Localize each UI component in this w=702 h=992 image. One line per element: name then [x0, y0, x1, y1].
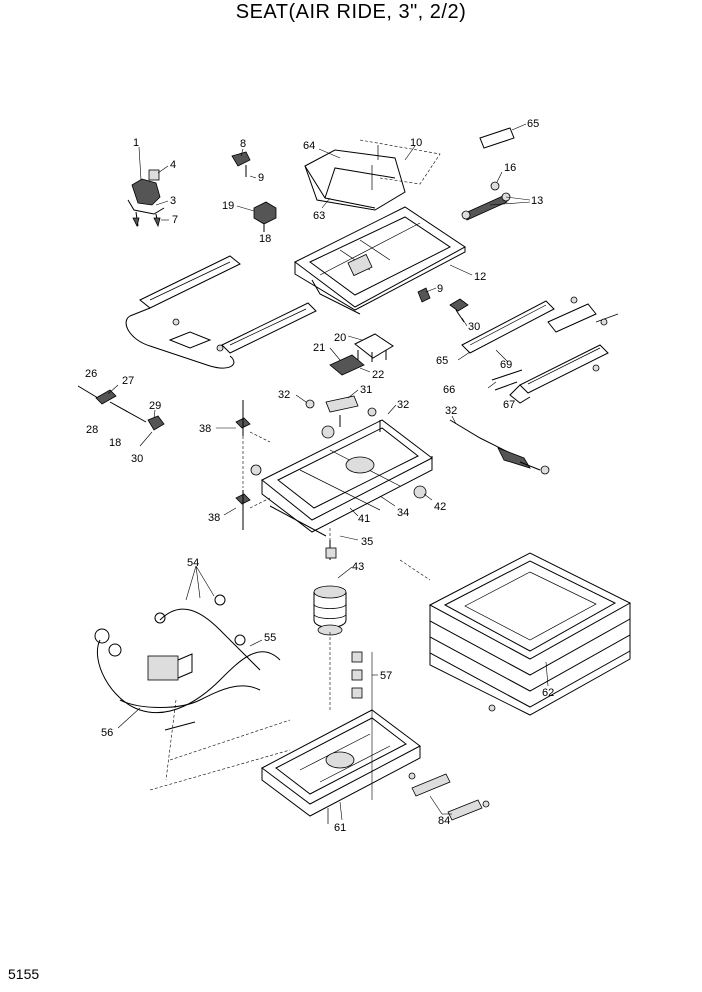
callout: 19	[222, 200, 234, 212]
callout: 56	[101, 727, 113, 739]
callout: 13	[531, 195, 543, 207]
cable-release	[77, 384, 165, 447]
roller-pins	[408, 772, 490, 821]
callout: 34	[397, 507, 409, 519]
callout: 35	[361, 536, 373, 548]
callout: 9	[258, 172, 264, 184]
pivot-brackets	[216, 400, 271, 530]
callout: 32	[445, 405, 457, 417]
seat-cushion	[304, 139, 441, 211]
fasteners	[172, 296, 608, 712]
callout: 54	[187, 557, 199, 569]
callout: 30	[131, 453, 143, 465]
page-number: 5155	[8, 966, 40, 982]
callout: 65	[436, 355, 448, 367]
callout: 16	[504, 162, 516, 174]
callout: 32	[397, 399, 409, 411]
callout: 12	[474, 271, 486, 283]
callout: 64	[303, 140, 315, 152]
callout: 55	[264, 632, 276, 644]
callout: 8	[240, 138, 246, 150]
callout: 1	[133, 137, 139, 149]
base-frame	[261, 709, 421, 824]
callout: 67	[503, 399, 515, 411]
clip-part	[231, 148, 257, 179]
callout: 9	[437, 283, 443, 295]
air-spring	[313, 535, 359, 636]
callout: 57	[380, 670, 392, 682]
callout: 66	[443, 384, 455, 396]
callout: 18	[259, 233, 271, 245]
callout: 7	[172, 214, 178, 226]
callout-labels: 1 4 3 7 8 9 19 18 64 10 63 65 16 13 12 9…	[85, 118, 554, 834]
callout: 62	[542, 687, 554, 699]
upper-frame	[294, 206, 473, 315]
callout: 65	[527, 118, 539, 130]
callout: 30	[468, 321, 480, 333]
callout: 38	[199, 423, 211, 435]
right-cable	[449, 415, 550, 475]
callout: 31	[360, 384, 372, 396]
callout: 27	[122, 375, 134, 387]
callout: 4	[170, 159, 176, 171]
callout: 32	[278, 389, 290, 401]
wiring-harness	[94, 565, 291, 791]
exploded-parts-diagram: 1 4 3 7 8 9 19 18 64 10 63 65 16 13 12 9…	[77, 118, 632, 834]
callout: 21	[313, 342, 325, 354]
callout: 28	[86, 424, 98, 436]
callout: 84	[438, 815, 450, 827]
callout: 18	[109, 437, 121, 449]
switch-assembly	[329, 333, 394, 376]
callout: 10	[410, 137, 422, 149]
damper-assembly	[461, 123, 531, 221]
callout: 41	[358, 513, 370, 525]
callout: 42	[434, 501, 446, 513]
knob-part	[236, 201, 277, 232]
lever-part	[417, 287, 469, 327]
lumbar-bracket-assembly	[127, 146, 169, 228]
valve-stack	[351, 651, 378, 800]
callout: 22	[372, 369, 384, 381]
page-title: SEAT(AIR RIDE, 3", 2/2)	[235, 1, 467, 23]
callout: 3	[170, 195, 176, 207]
callout: 20	[334, 332, 346, 344]
assembly-dashes	[165, 436, 431, 781]
scissor-frame	[250, 419, 433, 537]
callout: 63	[313, 210, 325, 222]
air-valve	[295, 389, 397, 432]
right-slide-rails	[457, 300, 619, 404]
callout: 69	[500, 359, 512, 371]
callout: 61	[334, 822, 346, 834]
callout: 43	[352, 561, 364, 573]
bellows-cover	[428, 552, 632, 716]
callout: 26	[85, 368, 97, 380]
callout: 38	[208, 512, 220, 524]
left-slide-rails	[125, 255, 317, 369]
callout: 29	[149, 400, 161, 412]
